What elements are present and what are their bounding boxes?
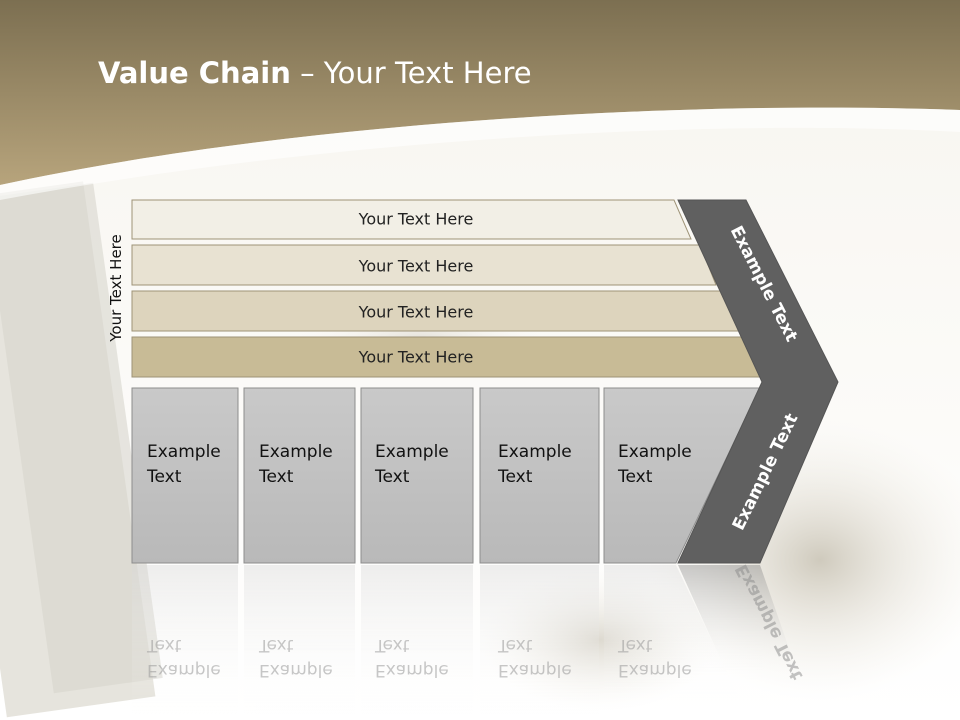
box-5-reflection-line2: Text — [618, 635, 653, 655]
side-label: Your Text Here — [107, 234, 125, 342]
box-1-reflection: Example Text — [147, 632, 221, 682]
box-4-line2: Text — [498, 467, 533, 487]
box-1 — [131, 387, 239, 564]
box-1-reflection-line1: Example — [147, 660, 221, 680]
chevron-arrow — [677, 199, 839, 564]
box-1-reflection-line2: Text — [147, 635, 182, 655]
bar-2-label: Your Text Here — [358, 256, 474, 276]
box-5-reflection-line1: Example — [618, 660, 692, 680]
slide-title: Value Chain – Your Text Here — [98, 56, 532, 90]
title-rest: – Your Text Here — [290, 56, 532, 90]
box-5 — [603, 387, 761, 564]
box-3 — [360, 387, 474, 564]
box-3-reflection-line1: Example — [375, 660, 449, 680]
box-3-reflection-line2: Text — [375, 635, 410, 655]
box-2-line2: Text — [259, 467, 294, 487]
box-4-reflection: Example Text — [498, 632, 572, 682]
box-2 — [243, 387, 356, 564]
title-bold: Value Chain — [98, 56, 291, 90]
box-5-line1: Example — [618, 442, 692, 462]
box-2-reflection: Example Text — [259, 632, 333, 682]
box-2-reflection-line1: Example — [259, 660, 333, 680]
box-1-line2: Text — [147, 467, 182, 487]
box-5-reflection: Example Text — [618, 632, 692, 682]
box-5-line2: Text — [618, 467, 653, 487]
box-4 — [479, 387, 600, 564]
box-3-reflection: Example Text — [375, 632, 449, 682]
bar-1-label: Your Text Here — [358, 209, 474, 229]
box-2-line1: Example — [259, 442, 333, 462]
box-2-reflection-line2: Text — [259, 635, 294, 655]
box-4-reflection-line2: Text — [498, 635, 533, 655]
bar-2 — [131, 244, 717, 286]
bar-1 — [131, 199, 692, 240]
box-3-line1: Example — [375, 442, 449, 462]
box-1-line1: Example — [147, 442, 221, 462]
bar-4-label: Your Text Here — [358, 347, 474, 367]
box-4-line1: Example — [498, 442, 572, 462]
box-3-line2: Text — [375, 467, 410, 487]
box-4-reflection-line1: Example — [498, 660, 572, 680]
bar-3-label: Your Text Here — [358, 302, 474, 322]
